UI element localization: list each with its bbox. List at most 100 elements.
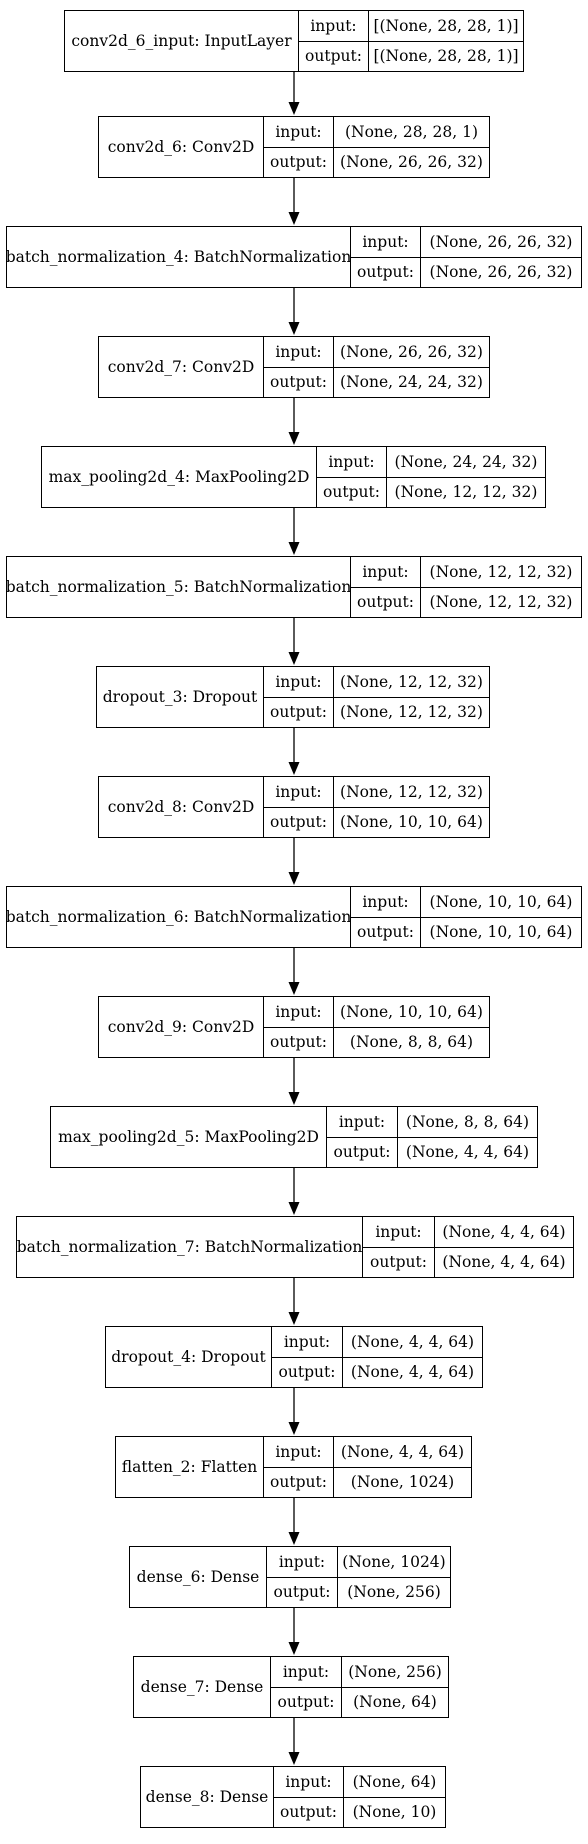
input-label: input: [264,1437,333,1468]
output-shape: (None, 4, 4, 64) [442,1253,566,1272]
input-label: input: [264,667,333,698]
input-label: input: [351,557,420,588]
layer-name: conv2d_8: Conv2D [99,777,264,837]
layer-node-batch-normalization-4: batch_normalization_4: BatchNormalizatio… [6,226,582,288]
layer-node-batch-normalization-6: batch_normalization_6: BatchNormalizatio… [6,886,582,948]
input-label: input: [299,11,368,42]
input-shape: (None, 26, 26, 32) [334,337,489,368]
edge-arrow [288,1498,300,1545]
output-shape: [(None, 28, 28, 1)] [373,47,519,66]
input-shape: (None, 10, 10, 64) [334,997,489,1028]
layer-name: batch_normalization_6: BatchNormalizatio… [6,887,351,947]
output-label: output: [270,1473,327,1492]
input-label: input: [351,887,420,918]
output-label: output: [270,153,327,172]
input-shape: (None, 256) [342,1657,448,1688]
layer-name: batch_normalization_4: BatchNormalizatio… [6,227,351,287]
layer-name: max_pooling2d_4: MaxPooling2D [42,447,317,507]
layer-node-batch-normalization-7: batch_normalization_7: BatchNormalizatio… [16,1216,574,1278]
input-shape: [(None, 28, 28, 1)] [369,11,523,42]
layer-name: conv2d_9: Conv2D [99,997,264,1057]
input-shape: (None, 10, 10, 64) [421,887,581,918]
output-shape: (None, 64) [353,1693,437,1712]
output-shape: (None, 12, 12, 32) [340,703,483,722]
output-shape: (None, 10, 10, 64) [340,813,483,832]
edge-arrow [288,1608,300,1655]
input-label: input: [264,997,333,1028]
output-label: output: [270,373,327,392]
input-shape: (None, 4, 4, 64) [334,1437,471,1468]
output-label: output: [278,1363,336,1382]
output-label: output: [370,1253,427,1272]
layer-name: conv2d_7: Conv2D [99,337,264,397]
input-label: input: [274,1767,343,1798]
layer-name: conv2d_6_input: InputLayer [65,11,299,71]
layer-name: batch_normalization_5: BatchNormalizatio… [6,557,351,617]
edge-arrow [288,1388,300,1435]
output-label: output: [270,703,327,722]
input-label: input: [351,227,420,258]
input-shape: (None, 26, 26, 32) [421,227,581,258]
layer-name: dropout_4: Dropout [106,1327,272,1387]
input-label: input: [264,117,333,148]
output-shape: (None, 10, 10, 64) [429,923,573,942]
output-shape: (None, 26, 26, 32) [340,153,483,172]
output-label: output: [280,1803,337,1822]
input-shape: (None, 4, 4, 64) [435,1217,573,1248]
input-shape: (None, 28, 28, 1) [334,117,489,148]
input-shape: (None, 8, 8, 64) [398,1107,537,1138]
output-shape: (None, 12, 12, 32) [429,593,573,612]
layer-node-batch-normalization-5: batch_normalization_5: BatchNormalizatio… [6,556,582,618]
edge-arrow [288,838,300,885]
output-label: output: [277,1693,335,1712]
edge-arrow [288,1168,300,1215]
input-shape: (None, 1024) [338,1547,450,1578]
edge-arrow [288,288,300,335]
layer-name: dense_7: Dense [134,1657,271,1717]
input-shape: (None, 64) [344,1767,445,1798]
input-label: input: [264,337,333,368]
output-label: output: [305,47,362,66]
edge-arrow [288,508,300,555]
layer-name: batch_normalization_7: BatchNormalizatio… [17,1217,363,1277]
output-label: output: [270,1033,327,1052]
output-label: output: [357,923,414,942]
input-label: input: [267,1547,337,1578]
output-shape: (None, 8, 8, 64) [349,1033,474,1052]
output-shape: (None, 4, 4, 64) [405,1143,530,1162]
edge-arrow [288,1278,300,1325]
output-label: output: [273,1583,331,1602]
output-shape: (None, 26, 26, 32) [429,263,573,282]
input-label: input: [363,1217,434,1248]
output-label: output: [333,1143,391,1162]
output-shape: (None, 12, 12, 32) [394,483,538,502]
layer-name: dense_8: Dense [141,1767,274,1827]
output-shape: (None, 256) [347,1583,441,1602]
output-label: output: [357,593,414,612]
edge-arrow [288,618,300,665]
edge-arrow [288,948,300,995]
layer-name: dropout_3: Dropout [97,667,264,727]
edge-arrow [288,1058,300,1105]
output-shape: (None, 1024) [350,1473,455,1492]
output-shape: (None, 10) [352,1803,437,1822]
input-shape: (None, 12, 12, 32) [334,667,489,698]
edge-arrow [288,72,300,115]
input-label: input: [327,1107,397,1138]
input-shape: (None, 12, 12, 32) [421,557,581,588]
layer-name: flatten_2: Flatten [116,1437,264,1497]
output-label: output: [357,263,414,282]
